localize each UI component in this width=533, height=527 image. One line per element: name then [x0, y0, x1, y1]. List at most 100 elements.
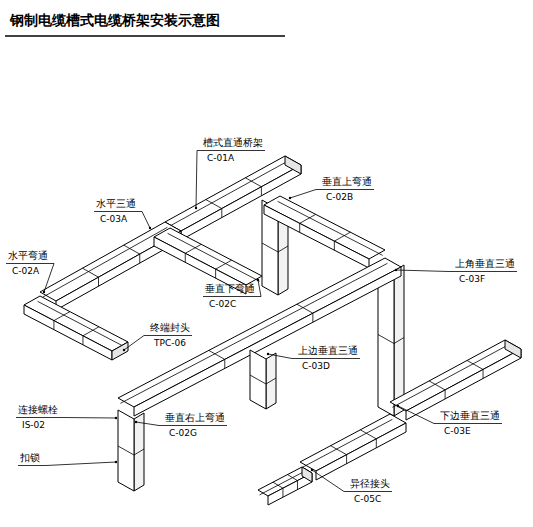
callout-underline [16, 417, 64, 418]
tray-joint [216, 260, 232, 278]
part-name: 垂直下弯通 [205, 283, 255, 295]
tray-inner-edge [302, 419, 392, 467]
callout-underline [94, 211, 142, 212]
leader-dot [289, 197, 291, 199]
callout-underline [6, 263, 54, 264]
part-code: TPC-06 [154, 338, 186, 348]
tray-top [154, 228, 262, 285]
callout-underline [159, 425, 227, 426]
tray-joint [331, 446, 347, 464]
part-name: 槽式直通桥架 [203, 137, 263, 149]
part-name: 终端封头 [150, 322, 190, 334]
leader-line [46, 462, 116, 466]
leader-dot [135, 421, 137, 423]
leader-line [124, 336, 144, 351]
leader-dot [195, 207, 197, 209]
tray-joint [429, 381, 445, 399]
tray-joint [209, 350, 225, 368]
leader-dot [149, 227, 151, 229]
part-name: 扣锁 [20, 452, 40, 464]
leader-line [398, 406, 434, 424]
tray-side-wall [24, 305, 112, 360]
part-name: 垂直上弯通 [322, 176, 372, 188]
tray-side-wall [264, 205, 369, 268]
tray-end-cap [302, 467, 312, 482]
tray-inner-edge [38, 301, 126, 347]
leader-line [142, 212, 150, 229]
leader-line [64, 417, 116, 419]
callout-underline [144, 335, 192, 336]
callout-underline [344, 491, 392, 492]
leader-dot [257, 279, 259, 281]
callout-underline [434, 423, 502, 424]
title-rule [5, 35, 285, 37]
tray-joint [287, 475, 297, 490]
leader-line [290, 190, 316, 199]
leader-line [268, 354, 292, 359]
part-name: 上边垂直三通 [298, 345, 358, 357]
tray-joint [206, 200, 222, 218]
callout-underline [203, 296, 261, 297]
tray-joint [124, 245, 140, 263]
part-name: 水平三通 [96, 198, 136, 210]
tray-end-cap [285, 156, 301, 174]
leader-dot [115, 461, 117, 463]
leader-lines [6, 151, 517, 492]
part-code: IS-02 [22, 420, 45, 430]
callout-underline [197, 150, 265, 151]
tray-top [264, 196, 385, 259]
tray-top [300, 414, 406, 471]
part-name: 异径接头 [350, 478, 390, 490]
tray-joint [273, 482, 283, 497]
leader-dot [123, 349, 125, 351]
tray-top [24, 296, 128, 351]
column-joint [262, 243, 288, 252]
tray-joint [360, 430, 376, 448]
part-code: C-05C [354, 494, 381, 504]
tray-end-cap [505, 340, 521, 358]
leader-dot [397, 405, 399, 407]
tray-top [390, 340, 521, 411]
leader-line [196, 151, 197, 209]
tray-joint [467, 360, 483, 378]
tray-joint [54, 312, 70, 330]
tray-inner-edge [392, 345, 507, 407]
tray-side-wall [134, 267, 401, 416]
tray-joint [297, 304, 313, 322]
tray-joint [83, 327, 99, 345]
callout-underline [316, 189, 374, 190]
part-name: 上角垂直三通 [455, 258, 515, 270]
column-joint [378, 335, 404, 344]
part-code: C-03F [459, 274, 485, 284]
part-name: 垂直右上弯通 [165, 412, 225, 424]
part-code: C-02B [326, 192, 353, 202]
part-code: C-02C [209, 299, 236, 309]
part-name: 连接螺栓 [18, 404, 58, 416]
tray-joint [334, 232, 350, 250]
leader-dot [311, 469, 313, 471]
diagram-title: 钢制电缆槽式电缆桥架安装示意图 [10, 12, 220, 28]
leader-line [136, 422, 159, 426]
callout-underline [449, 271, 517, 272]
callout-underline [292, 358, 360, 359]
part-code: C-03A [100, 214, 127, 224]
tray-inner-edge [278, 201, 383, 255]
tray-drawing [24, 156, 521, 505]
tray-inner-edge [42, 227, 167, 297]
callout-underline [18, 465, 46, 466]
leader-dot [115, 417, 117, 419]
tray-inner-edge [260, 472, 304, 495]
part-code: C-03E [444, 426, 471, 436]
leader-dot [395, 269, 397, 271]
column-joint [118, 446, 144, 455]
tray-side-wall [316, 423, 406, 480]
part-code: C-02A [12, 266, 39, 276]
leader-dot [267, 353, 269, 355]
leader-line [44, 264, 54, 293]
tray-joint [83, 268, 99, 286]
part-name: 下边垂直三通 [440, 410, 500, 422]
part-code: C-03D [302, 361, 330, 371]
part-name: 水平弯通 [8, 250, 48, 262]
